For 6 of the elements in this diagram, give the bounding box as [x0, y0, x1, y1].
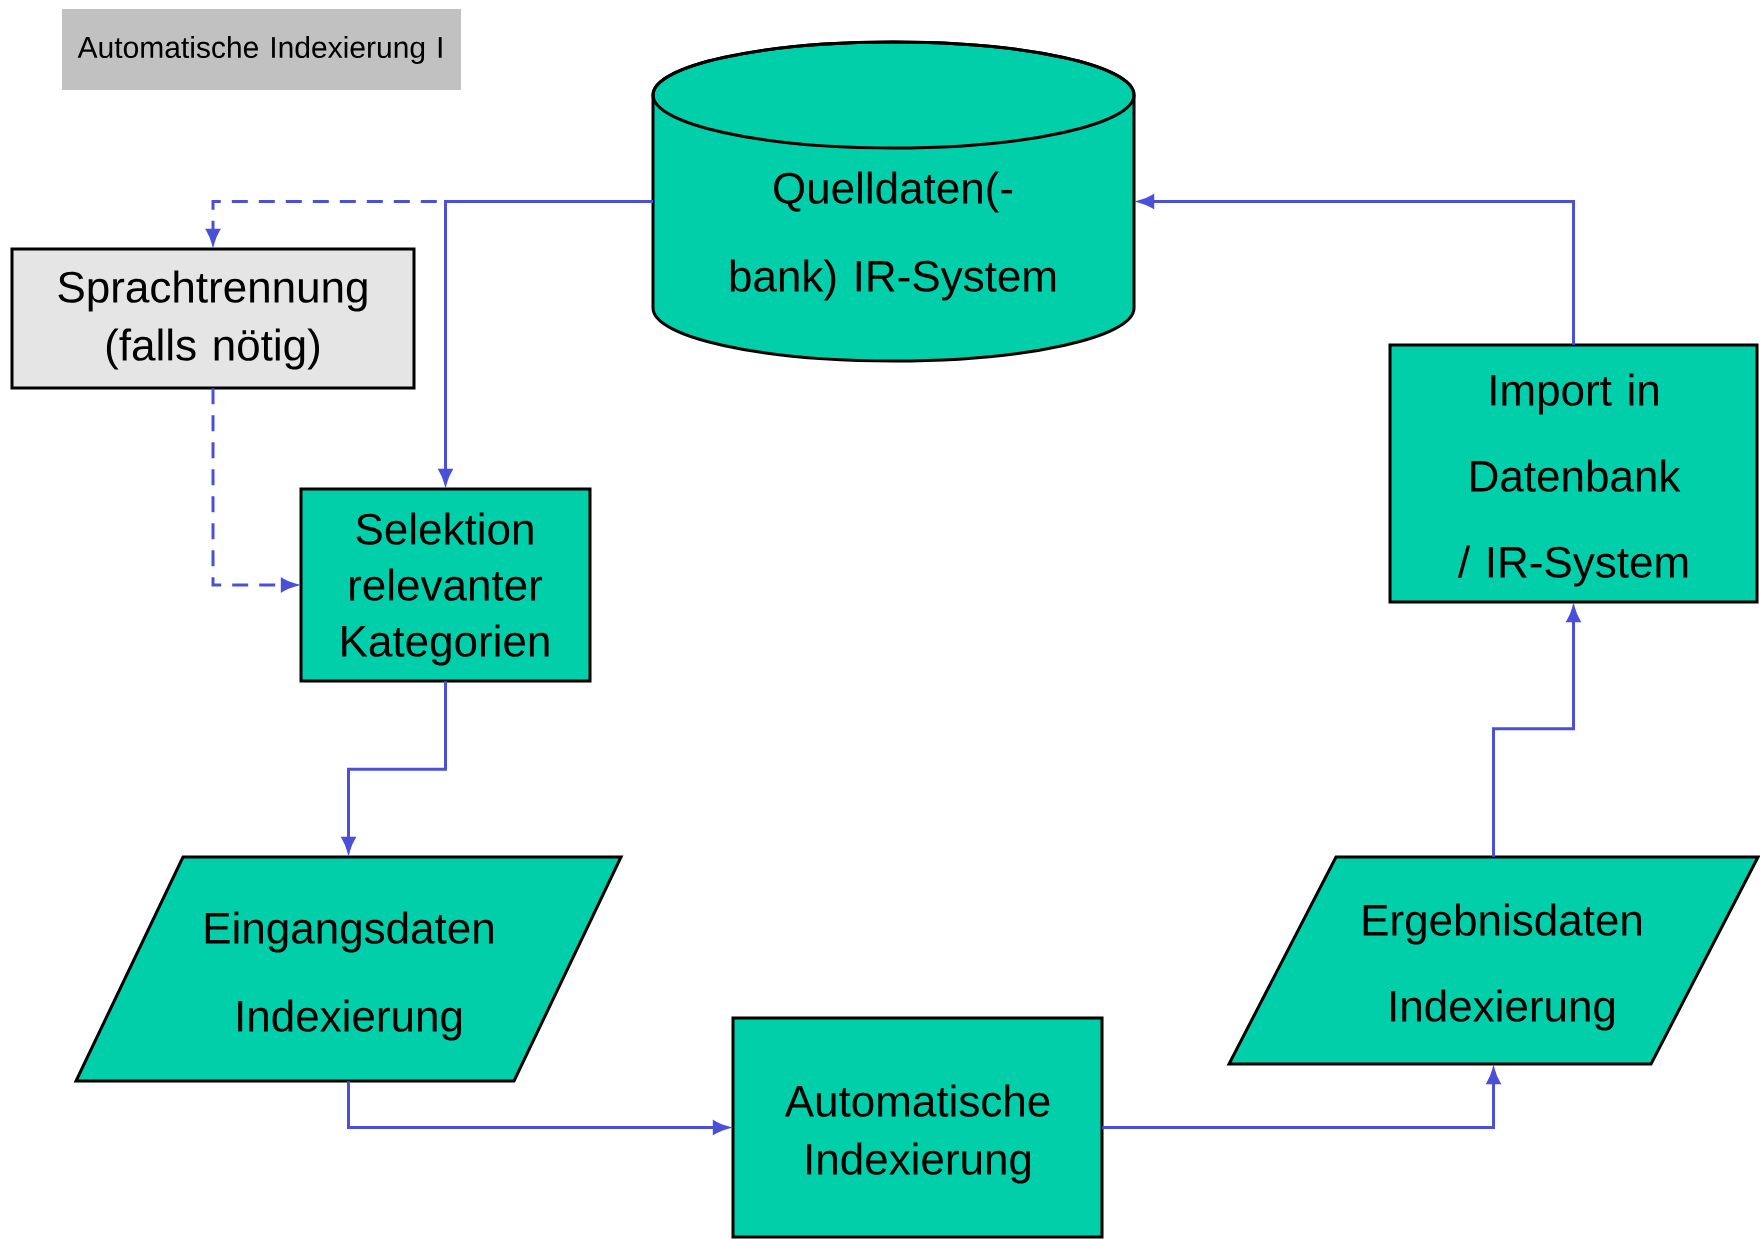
process-box: Sprachtrennung (falls nötig)	[10, 247, 416, 390]
process-box: Import in Datenbank / IR-System	[1388, 343, 1759, 604]
database-cylinder: Quelldaten(-bank) IR-System	[651, 40, 1136, 363]
process-box: Automatische Indexierung	[731, 1016, 1104, 1239]
process-box: Selektion relevanter Kategorien	[299, 487, 592, 683]
title-box: Automatische Indexierung I	[62, 9, 461, 90]
